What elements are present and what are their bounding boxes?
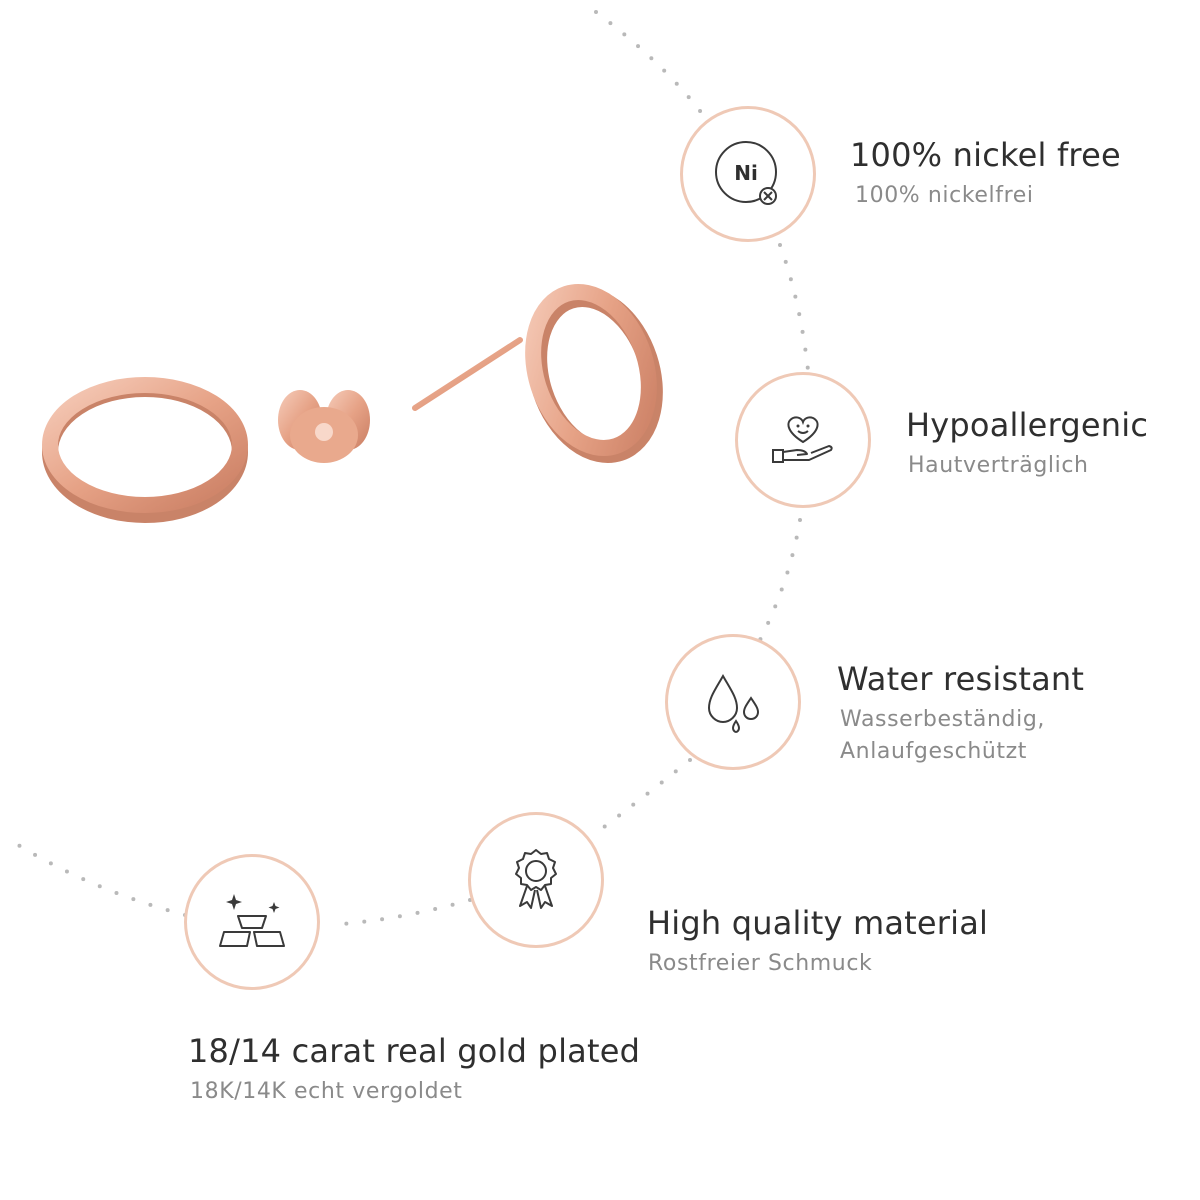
feature-title: 18/14 carat real gold plated	[188, 1032, 641, 1070]
feature-subtitle: 18K/14K echt vergoldet	[190, 1079, 463, 1104]
flat-ring-earring	[42, 377, 248, 523]
feature-subtitle-line-2: Anlaufgeschützt	[840, 739, 1028, 764]
stud-ring-earring	[412, 284, 663, 463]
nickel-free-icon: Ni	[715, 141, 777, 205]
earring-back	[278, 390, 370, 463]
earrings-illustration	[42, 284, 663, 523]
feature-title: Hypoallergenic	[906, 406, 1149, 444]
feature-title: Water resistant	[837, 660, 1085, 698]
gold-bars-icon	[219, 894, 285, 947]
badge-high-quality	[468, 812, 604, 948]
feature-title: 100% nickel free	[850, 136, 1121, 174]
badge-nickel-free: Ni	[680, 106, 816, 242]
feature-subtitle-line-1: Wasserbeständig,	[840, 707, 1045, 732]
badge-water-resistant	[665, 634, 801, 770]
heart-hand-icon	[772, 416, 833, 463]
feature-subtitle: Rostfreier Schmuck	[648, 951, 873, 976]
svg-text:Ni: Ni	[734, 161, 758, 185]
quality-rosette-icon	[515, 849, 557, 909]
feature-subtitle: Hautverträglich	[908, 453, 1089, 478]
feature-subtitle: 100% nickelfrei	[855, 183, 1034, 208]
water-drops-icon	[707, 673, 760, 734]
feature-title: High quality material	[647, 904, 989, 942]
badge-hypoallergenic	[735, 372, 871, 508]
badge-gold-plated	[184, 854, 320, 990]
